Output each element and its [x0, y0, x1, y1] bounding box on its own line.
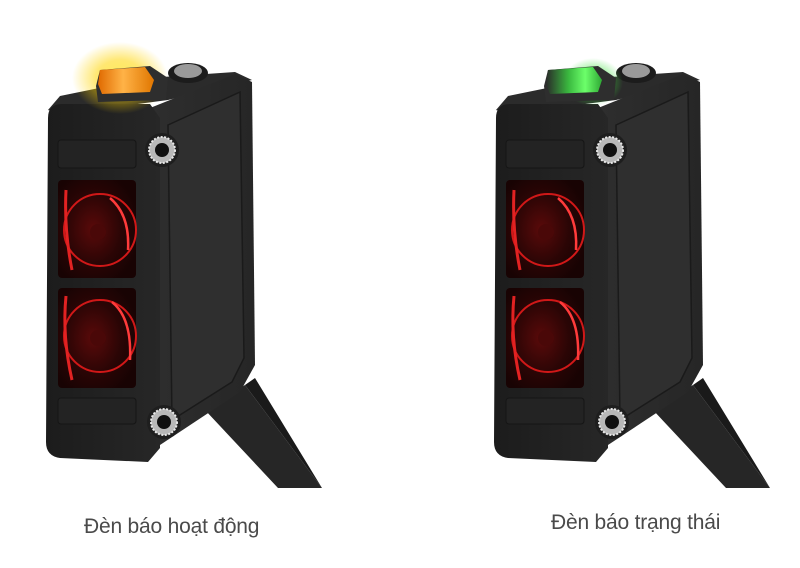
mount-hole-top — [593, 133, 627, 167]
mount-hole-top — [145, 133, 179, 167]
caption-operation-indicator: Đèn báo hoạt động — [84, 515, 260, 538]
sensor-illustration — [494, 58, 770, 488]
cable — [205, 385, 322, 488]
caption-status-indicator: Đèn báo trạng thái — [551, 511, 721, 534]
photoelectric-sensor-operation-indicator — [0, 0, 340, 500]
mount-hole-bottom — [595, 405, 629, 439]
mount-hole-bottom — [147, 405, 181, 439]
lens-window — [58, 180, 137, 388]
photoelectric-sensor-status-indicator — [448, 0, 788, 500]
lens-window — [506, 180, 585, 388]
cable — [653, 385, 770, 488]
indicator-led-amber — [98, 67, 154, 94]
indicator-led-green — [546, 67, 602, 94]
sensor-illustration — [46, 42, 322, 488]
